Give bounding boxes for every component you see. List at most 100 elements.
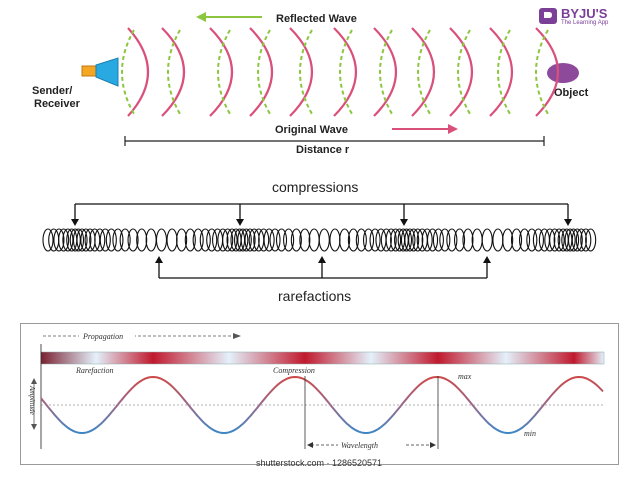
original-wave-arc	[489, 27, 513, 117]
brand-logo-glyph	[544, 12, 552, 18]
spring-loop	[347, 228, 359, 252]
rarefactions-bracket	[155, 256, 491, 279]
amplitude-label: Amplitude	[28, 385, 36, 415]
spring-loop	[99, 228, 111, 252]
original-wave-arc	[127, 27, 149, 117]
sender-label-line2: Receiver	[34, 98, 81, 110]
spring-loop	[502, 228, 514, 252]
sine-wave	[40, 375, 604, 434]
original-wave-arrowhead	[448, 124, 458, 134]
reflected-wave-arc	[217, 29, 231, 115]
reflected-wave-arrowhead	[196, 12, 206, 22]
reflected-wave-arc	[457, 29, 471, 115]
wavelength-arrow-left	[307, 442, 313, 448]
reflected-wave-arc	[339, 29, 353, 115]
distance-label: Distance r	[296, 144, 350, 156]
spring-loop	[69, 228, 81, 252]
spring-loop	[453, 228, 466, 252]
original-wave-arc	[161, 27, 185, 117]
spring-loop	[510, 228, 523, 252]
brand-name: BYJU'S	[561, 6, 608, 21]
spring-loop	[585, 228, 597, 252]
longitudinal-wave-panel: Propagation Rarefaction Compression Ampl…	[20, 323, 619, 465]
object-label: Object	[554, 87, 589, 99]
spring-loop	[206, 228, 218, 252]
spring-loop	[58, 228, 70, 252]
spring-loop	[275, 228, 288, 252]
wavelength-arrow-right	[430, 442, 436, 448]
spring-loop	[519, 228, 531, 252]
original-wave-arc	[333, 27, 357, 117]
spring-loop	[112, 228, 124, 252]
rarefaction-label: Rarefaction	[75, 366, 113, 375]
spring-loop	[412, 228, 424, 252]
spring-loop	[362, 228, 375, 252]
spring-loop	[404, 228, 416, 252]
spring-loop	[184, 228, 196, 252]
echo-diagram: Reflected Wave Sender/ Receiver Object O…	[0, 0, 638, 165]
spring-diagram: compressions rarefactions	[0, 170, 638, 310]
spring-loop	[62, 228, 74, 252]
spring-loop	[439, 228, 451, 252]
spring-loop	[526, 228, 538, 252]
spring-loop	[564, 228, 576, 252]
compressions-arrowhead	[236, 219, 244, 226]
brand-tagline: The Learning App	[561, 20, 609, 26]
reflected-wave-arc	[257, 29, 271, 115]
spring-loop	[76, 228, 88, 252]
spring-loop	[269, 228, 281, 252]
propagation-label: Propagation	[82, 332, 123, 341]
reflected-wave-arc	[379, 29, 393, 115]
spring-loop	[42, 228, 54, 252]
spring-loop	[145, 228, 157, 252]
rarefactions-arrowhead	[318, 256, 326, 263]
spring-loop	[217, 228, 229, 252]
spring-loop	[199, 228, 211, 252]
rarefactions-arrowhead	[155, 256, 163, 263]
reflected-wave-arc	[535, 29, 549, 115]
compression-label: Compression	[273, 366, 315, 375]
brand-logo: BYJU'S The Learning App	[539, 6, 631, 28]
spring-loop	[339, 228, 351, 252]
spring-loop	[544, 228, 556, 252]
reflected-wave-arc	[121, 29, 135, 115]
spring-loop	[89, 228, 101, 252]
spring-loop	[549, 228, 561, 252]
spring-loop	[240, 228, 252, 252]
spring-loop	[244, 228, 256, 252]
spring-loop	[355, 228, 367, 252]
propagation-label-bg	[79, 330, 135, 341]
spring-loop	[318, 228, 330, 252]
max-label: max	[458, 372, 472, 381]
spring-loop	[390, 228, 402, 252]
spring-loop	[283, 228, 295, 252]
spring-coil	[42, 228, 597, 252]
density-band	[40, 351, 605, 365]
spring-loop	[380, 228, 392, 252]
spring-loop	[290, 228, 302, 252]
spring-loop	[53, 228, 65, 252]
sender-label-line1: Sender/	[32, 85, 72, 97]
spring-loop	[119, 228, 131, 252]
spring-loop	[226, 228, 238, 252]
spring-loop	[94, 228, 106, 252]
spring-loop	[481, 228, 493, 252]
image-credit: shutterstock.com · 1286520571	[255, 458, 383, 468]
spring-loop	[426, 228, 439, 252]
spring-loop	[258, 228, 270, 252]
original-wave-arc	[449, 27, 473, 117]
spring-loop	[432, 228, 444, 252]
spring-loop	[263, 228, 275, 252]
brand-logo-mark	[539, 8, 557, 24]
spring-loop	[446, 228, 458, 252]
spring-loop	[237, 228, 249, 252]
original-wave-arc	[249, 27, 273, 117]
speaker-icon	[81, 57, 119, 87]
original-wave-arc	[411, 27, 435, 117]
spring-loop	[72, 228, 85, 252]
amplitude-arrow-up	[31, 378, 37, 384]
spring-loop	[105, 228, 117, 252]
reflected-wave-arc	[497, 29, 511, 115]
spring-loop	[192, 228, 204, 252]
rarefactions-arrowhead	[483, 256, 491, 263]
